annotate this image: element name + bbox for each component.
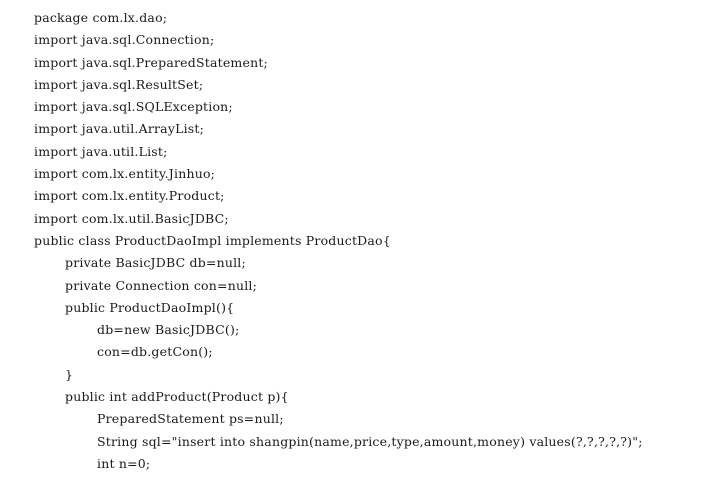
code-line-package: package com.lx.dao;	[34, 10, 168, 25]
code-line-con-assign: con=db.getCon();	[97, 344, 213, 360]
code-line-constructor: public ProductDaoImpl(){	[65, 299, 235, 315]
code-line-import-resultset: import java.sql.ResultSet;	[34, 76, 204, 92]
code-line-addproduct-method: public int addProduct(Product p){	[65, 389, 289, 405]
code-line-n-declaration: int n=0;	[97, 455, 151, 471]
code-listing: package com.lx.dao; import java.sql.Conn…	[34, 7, 724, 475]
code-line-import-jinhuo: import com.lx.entity.Jinhuo;	[34, 166, 216, 182]
code-line-field-con: private Connection con=null;	[65, 277, 258, 293]
code-line-import-preparedstatement: import java.sql.PreparedStatement;	[34, 54, 268, 70]
code-line-db-assign: db=new BasicJDBC();	[97, 322, 240, 338]
code-line-field-db: private BasicJDBC db=null;	[65, 255, 246, 271]
code-line-sql-string: String sql="insert into shangpin(name,pr…	[97, 433, 643, 449]
code-line-import-product: import com.lx.entity.Product;	[34, 188, 225, 204]
code-line-import-arraylist: import java.util.ArrayList;	[34, 121, 205, 137]
code-line-import-basicjdbc: import com.lx.util.BasicJDBC;	[34, 210, 229, 226]
code-line-class-declaration: public class ProductDaoImpl implements P…	[34, 232, 391, 248]
code-line-ps-declaration: PreparedStatement ps=null;	[97, 411, 284, 427]
code-line-import-sqlexception: import java.sql.SQLException;	[34, 99, 233, 115]
code-line-import-list: import java.util.List;	[34, 143, 168, 159]
code-line-constructor-close: }	[65, 366, 74, 382]
code-line-import-connection: import java.sql.Connection;	[34, 32, 215, 48]
